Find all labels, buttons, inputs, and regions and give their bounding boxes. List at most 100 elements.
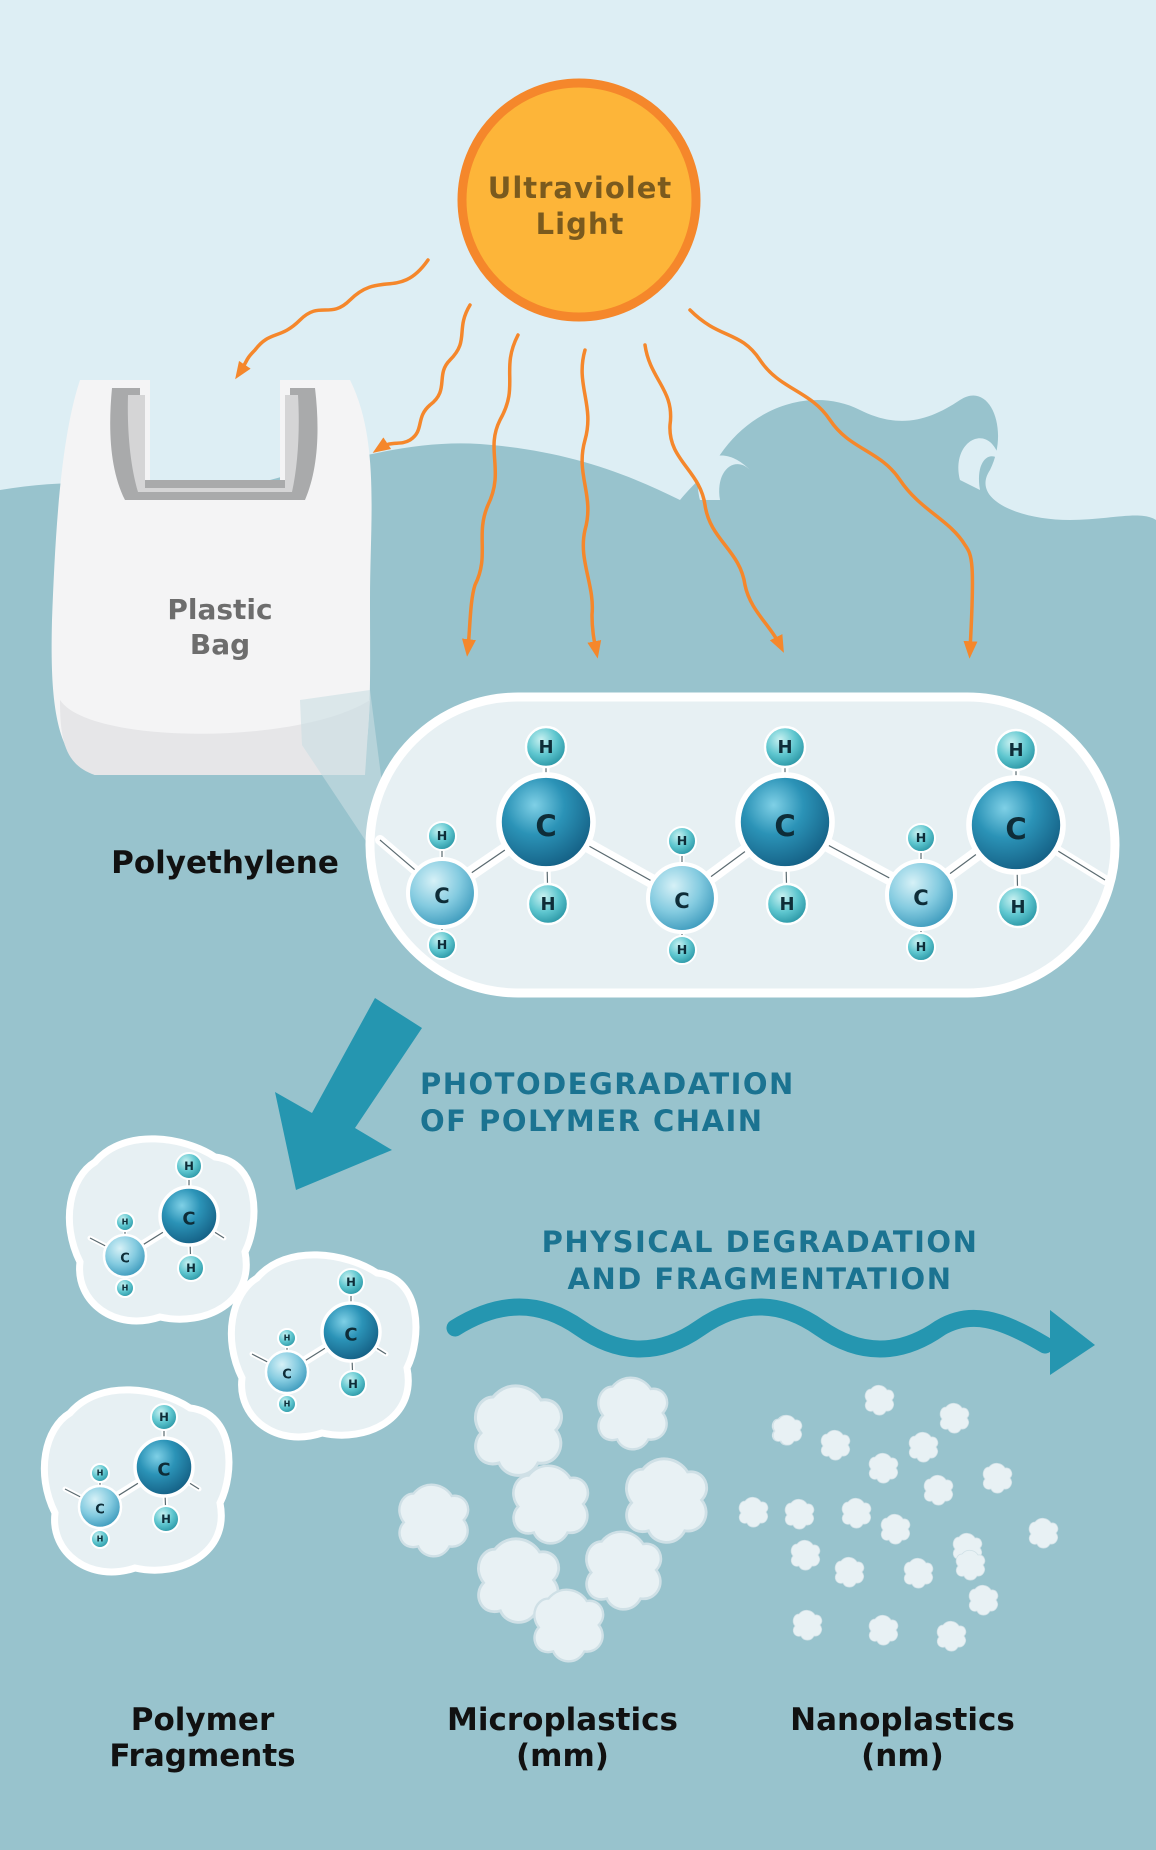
hydrogen-symbol: H	[677, 833, 688, 848]
hydrogen-atom: H	[906, 932, 936, 962]
hydrogen-symbol: H	[97, 1534, 104, 1544]
hydrogen-atom: H	[667, 826, 697, 856]
carbon-symbol: C	[434, 883, 449, 908]
polyethylene-label: Polyethylene	[111, 845, 339, 881]
plastic-bag	[51, 380, 372, 775]
hydrogen-symbol: H	[161, 1512, 171, 1526]
hydrogen-symbol: H	[916, 830, 927, 845]
carbon-atom: C	[77, 1484, 123, 1530]
hydrogen-atom: H	[175, 1152, 203, 1180]
wave-curl	[698, 455, 750, 500]
polymer-fragments-label: Polymer Fragments	[109, 1702, 296, 1774]
hydrogen-atom: H	[90, 1529, 110, 1549]
nanoplastic-particle	[868, 1452, 899, 1484]
hydrogen-atom: H	[115, 1278, 135, 1298]
hydrogen-symbol: H	[348, 1377, 358, 1391]
microplastic-particle	[398, 1483, 470, 1558]
hydrogen-atom: H	[115, 1212, 135, 1232]
carbon-atom: C	[133, 1436, 195, 1498]
nanoplastic-particle	[820, 1429, 851, 1461]
hydrogen-atom: H	[526, 882, 570, 926]
uv-ray	[688, 308, 978, 659]
nanoplastic-particle	[790, 1539, 821, 1571]
hydrogen-symbol: H	[97, 1468, 104, 1478]
nanoplastic-particle	[834, 1556, 865, 1588]
nanoplastic-particle	[784, 1498, 815, 1530]
hydrogen-symbol: H	[540, 894, 555, 915]
nanoplastic-particle	[982, 1462, 1013, 1494]
microplastic-particle	[585, 1530, 663, 1611]
hydrogen-symbol: H	[1010, 897, 1025, 918]
carbon-atom: C	[158, 1185, 220, 1247]
uv-ray	[580, 348, 602, 659]
nanoplastic-particle	[936, 1620, 967, 1652]
photodegradation-heading: PHOTODEGRADATION OF POLYMER CHAIN	[420, 1067, 795, 1138]
nanoplastic-particle	[792, 1609, 823, 1641]
hydrogen-atom: H	[177, 1254, 205, 1282]
nanoplastic-particle	[841, 1497, 872, 1529]
hydrogen-symbol: H	[916, 939, 927, 954]
hydrogen-symbol: H	[346, 1275, 356, 1289]
nanoplastic-particle	[738, 1496, 769, 1528]
hydrogen-symbol: H	[284, 1399, 291, 1409]
hydrogen-atom: H	[765, 882, 809, 926]
hydrogen-atom: H	[906, 823, 936, 853]
hydrogen-symbol: H	[677, 942, 688, 957]
hydrogen-symbol: H	[437, 828, 448, 843]
microplastics-label: Microplastics (mm)	[447, 1702, 678, 1774]
hydrogen-atom: H	[524, 725, 568, 769]
nanoplastic-particle	[880, 1513, 911, 1545]
hydrogen-symbol: H	[777, 737, 792, 758]
nanoplastic-particle	[923, 1474, 954, 1506]
carbon-symbol: C	[674, 888, 689, 913]
nanoplastic-particle	[968, 1584, 999, 1616]
hydrogen-atom: H	[763, 725, 807, 769]
uv-ray	[235, 258, 430, 380]
hydrogen-atom: H	[427, 930, 457, 960]
carbon-atom: C	[735, 772, 835, 872]
carbon-atom: C	[405, 856, 479, 930]
nanoplastic-particle	[955, 1549, 986, 1581]
carbon-symbol: C	[774, 809, 795, 843]
nanoplastic-particle	[903, 1557, 934, 1589]
uv-ray	[372, 303, 472, 453]
microplastic-particle	[625, 1457, 709, 1544]
fragmentation-arrow	[446, 1298, 1054, 1358]
hydrogen-atom: H	[996, 885, 1040, 929]
hydrogen-symbol: H	[538, 737, 553, 758]
hydrogen-atom: H	[427, 821, 457, 851]
physical-degradation-heading: PHYSICAL DEGRADATION AND FRAGMENTATION	[541, 1225, 979, 1296]
nanoplastic-particle	[772, 1414, 803, 1446]
hydrogen-atom: H	[90, 1463, 110, 1483]
fragmentation-arrowhead	[1050, 1310, 1095, 1375]
hydrogen-atom: H	[337, 1268, 365, 1296]
carbon-symbol: C	[1005, 812, 1026, 846]
carbon-atom: C	[264, 1349, 310, 1395]
photodegradation-arrow	[275, 998, 422, 1190]
hydrogen-symbol: H	[122, 1283, 129, 1293]
hydrogen-atom: H	[152, 1505, 180, 1533]
wave-curl	[958, 438, 1000, 490]
carbon-atom: C	[320, 1301, 382, 1363]
microplastic-particle	[597, 1376, 669, 1451]
carbon-atom: C	[884, 858, 958, 932]
carbon-atom: C	[496, 772, 596, 872]
hydrogen-atom: H	[994, 728, 1038, 772]
carbon-atom: C	[645, 861, 719, 935]
carbon-symbol: C	[182, 1209, 195, 1230]
hydrogen-symbol: H	[437, 937, 448, 952]
microplastic-particle	[512, 1464, 590, 1545]
hydrogen-atom: H	[150, 1403, 178, 1431]
uv-light-label: Ultraviolet Light	[487, 171, 673, 241]
carbon-symbol: C	[535, 809, 556, 843]
nanoplastic-particle	[939, 1402, 970, 1434]
hydrogen-symbol: H	[184, 1159, 194, 1173]
sun-icon	[457, 78, 701, 322]
carbon-atom: C	[966, 775, 1066, 875]
